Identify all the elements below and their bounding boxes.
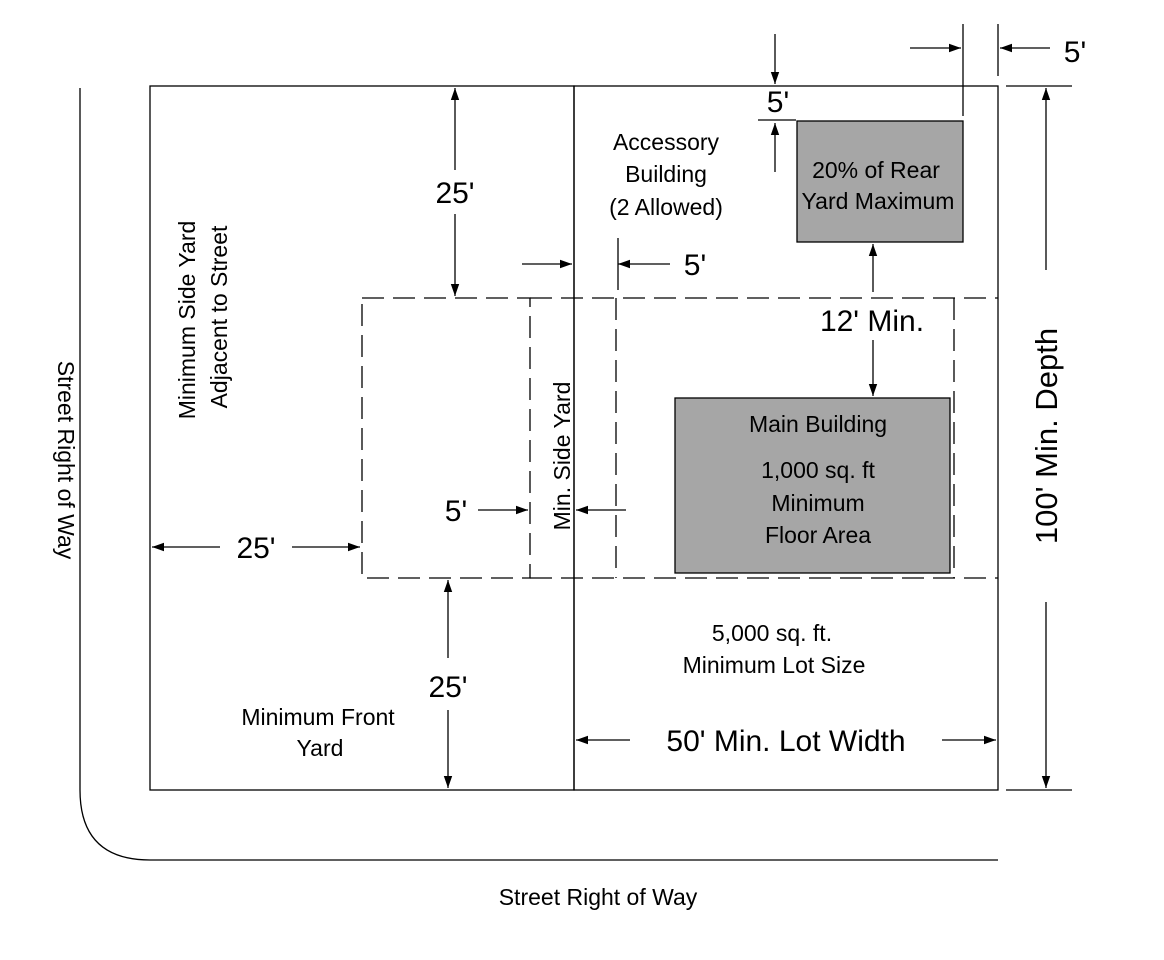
separation-label: 12' Min. [820, 305, 924, 338]
lot-width-label: 50' Min. Lot Width [666, 725, 905, 758]
main-building [674, 397, 951, 574]
front-setback-label: 25' [428, 671, 467, 704]
side-yard-street-label-2: Adjacent to Street [206, 225, 232, 408]
interior-side-right-label: 5' [1064, 36, 1086, 69]
main-building-label-1: Main Building [749, 411, 887, 437]
accessory-label-2: Building [625, 161, 707, 187]
interior-side-left-label: 5' [445, 495, 467, 528]
lot-right-outline [573, 85, 999, 791]
front-yard-label-2: Yard [297, 735, 344, 761]
rear-yard-label-2: Yard Maximum [802, 188, 955, 214]
side-yard-street-label-1: Minimum Side Yard [174, 221, 200, 420]
main-building-label-4: Floor Area [765, 522, 871, 548]
side-street-setback-label: 25' [236, 532, 275, 565]
street-left-label: Street Right of Way [53, 361, 79, 560]
accessory-rear-label: 5' [767, 86, 789, 119]
street-curb-line [79, 88, 998, 861]
main-building-label-3: Minimum [771, 490, 864, 516]
min-side-yard-label: Min. Side Yard [549, 382, 575, 531]
main-building-label-2: 1,000 sq. ft [761, 457, 875, 483]
rear-yard-label-1: 20% of Rear [812, 157, 940, 183]
lot-size-label-1: 5,000 sq. ft. [712, 620, 832, 646]
lot-size-label-2: Minimum Lot Size [683, 652, 866, 678]
min-depth-label: 100' Min. Depth [1029, 328, 1064, 544]
accessory-label-3: (2 Allowed) [609, 194, 723, 220]
front-yard-label-1: Minimum Front [241, 704, 395, 730]
buildable-area-left [361, 297, 531, 579]
accessory-label-1: Accessory [613, 129, 720, 155]
street-bottom-label: Street Right of Way [499, 884, 698, 910]
accessory-side-label: 5' [684, 249, 706, 282]
accessory-building [796, 120, 964, 243]
rear-setback-label: 25' [435, 177, 474, 210]
